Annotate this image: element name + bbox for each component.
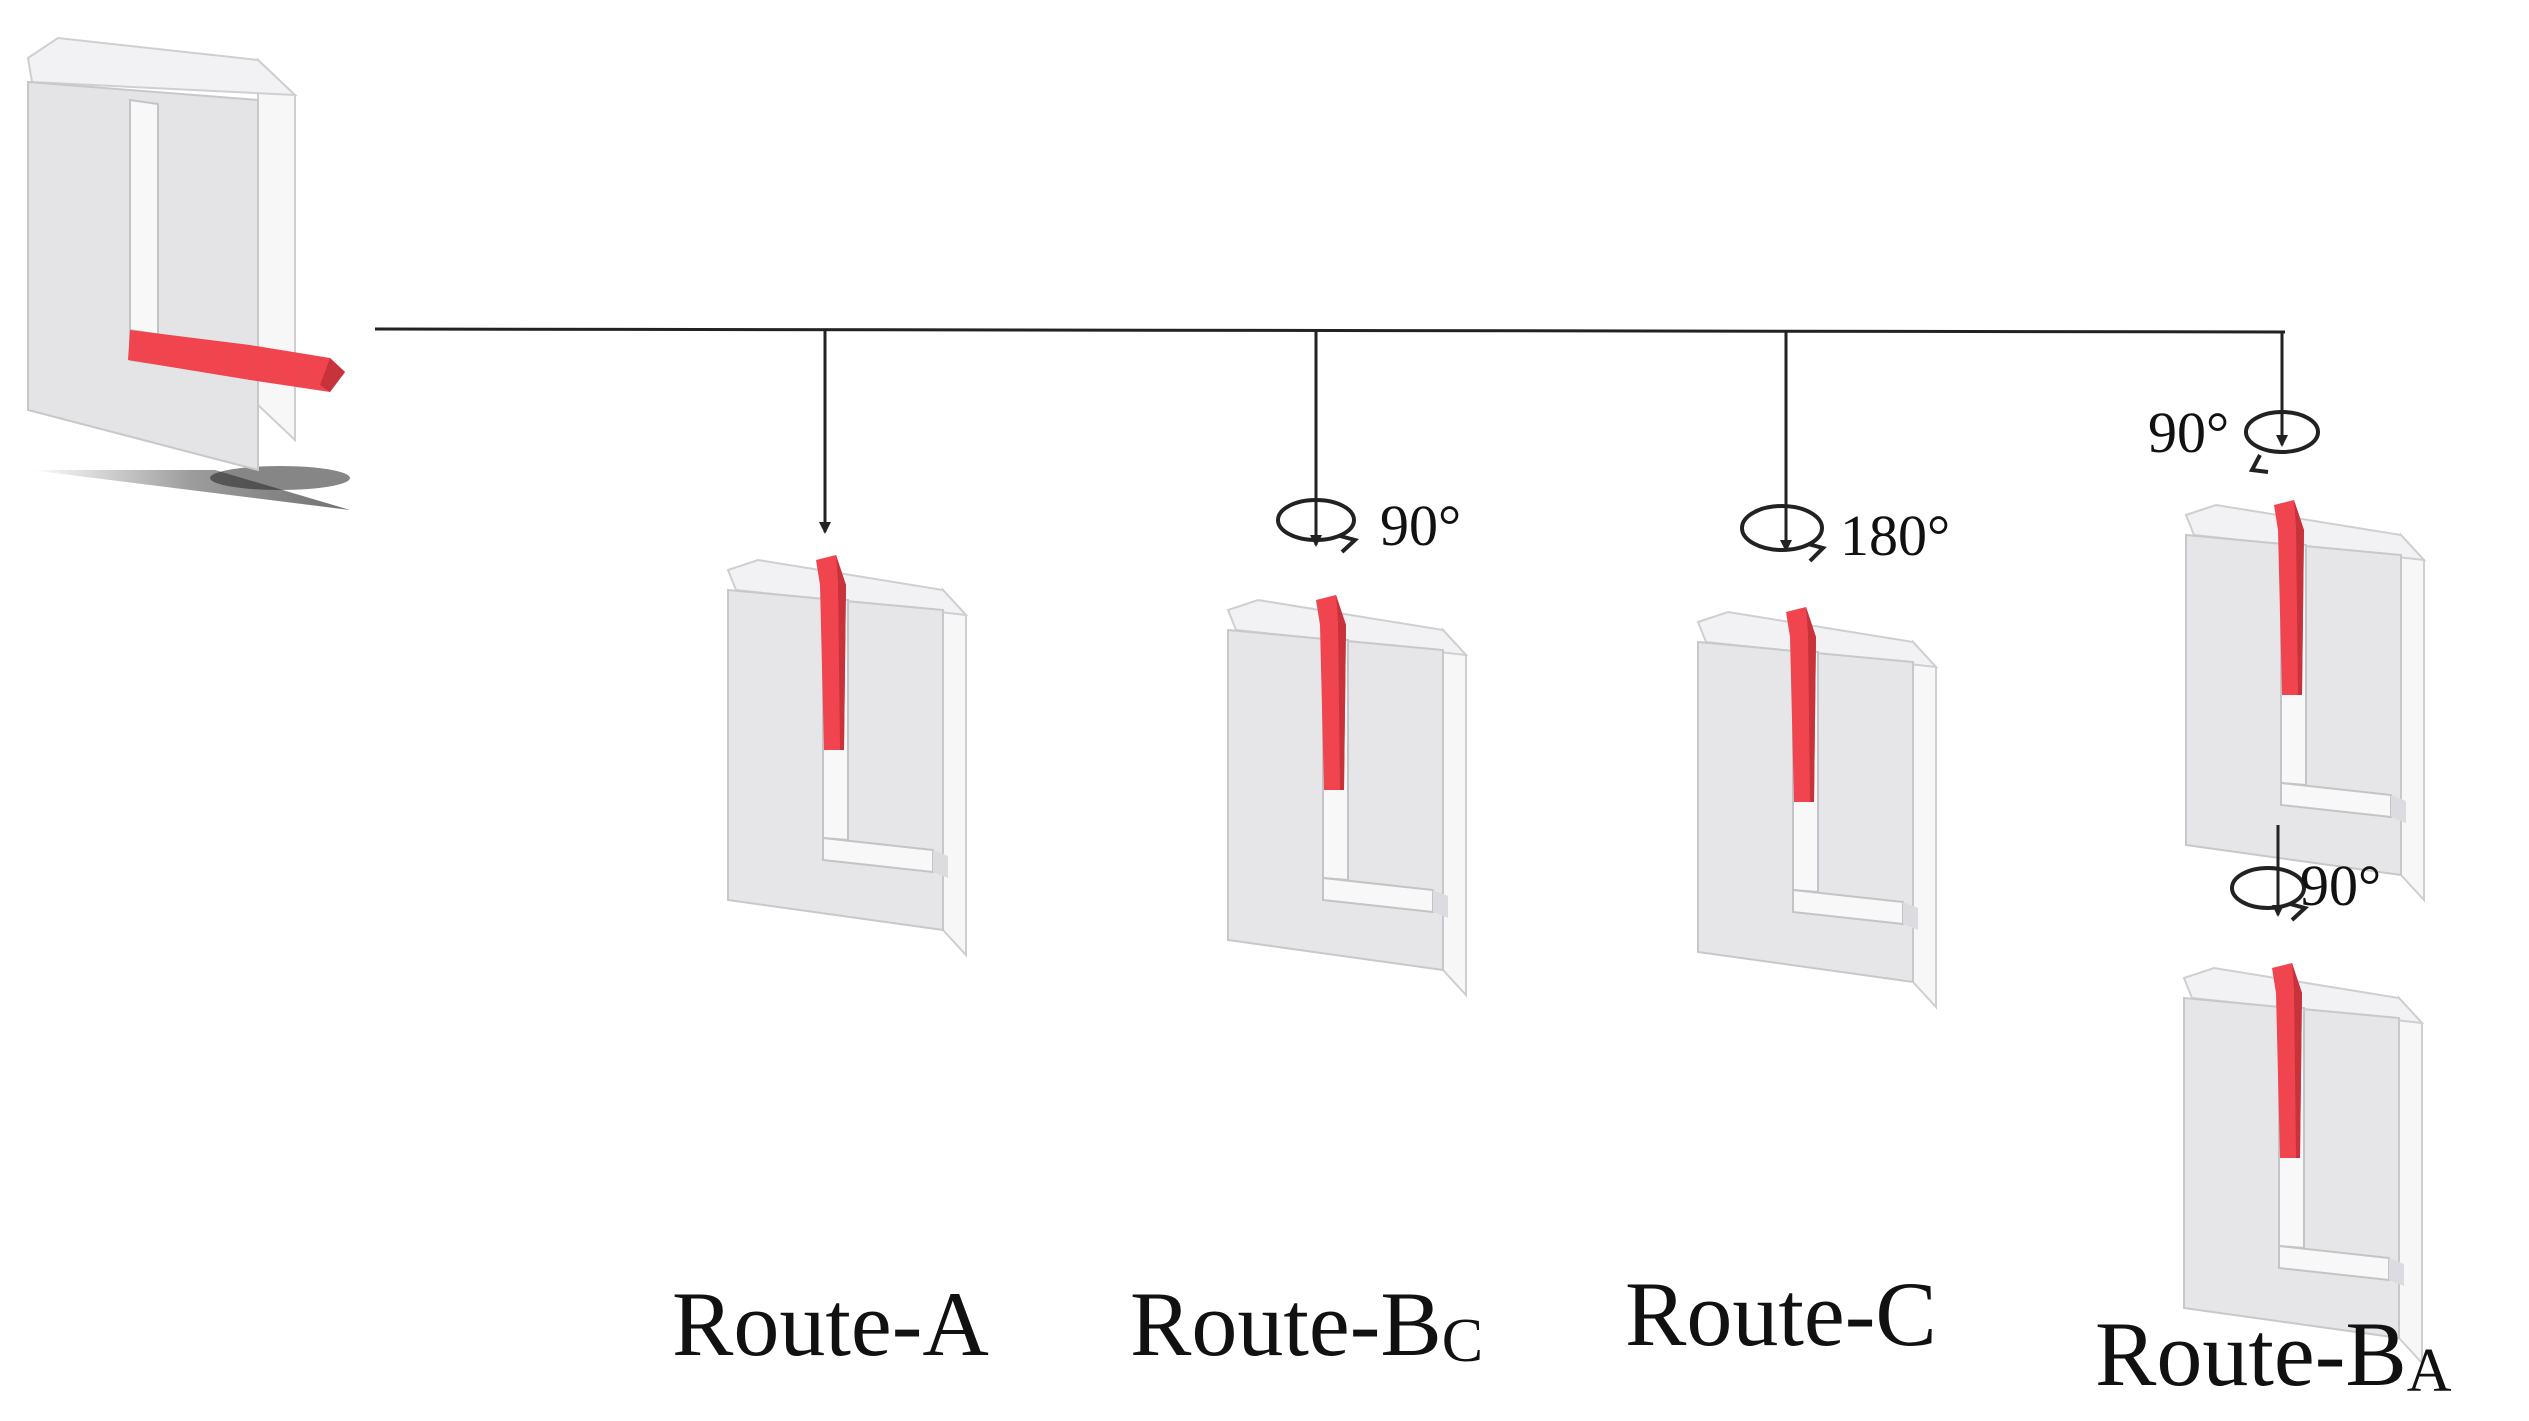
route-c-label: Route-C bbox=[1625, 1263, 1937, 1365]
route-ba-angle-1: 90° bbox=[2148, 400, 2229, 465]
initial-die bbox=[26, 36, 350, 510]
initial-billet bbox=[128, 330, 345, 392]
route-a-die bbox=[727, 554, 967, 956]
rotation-icon bbox=[1740, 504, 1827, 563]
main-connector-line bbox=[374, 327, 2286, 334]
route-ba-label: Route-BA bbox=[2095, 1303, 2452, 1405]
route-c-angle: 180° bbox=[1840, 503, 1950, 568]
route-bc-die bbox=[1227, 594, 1467, 996]
route-bc-angle: 90° bbox=[1380, 493, 1461, 558]
initial-die-shadow bbox=[30, 470, 350, 510]
route-ba-angle-2: 90° bbox=[2300, 853, 2381, 918]
rotation-icon bbox=[1276, 498, 1360, 554]
rotation-icon bbox=[2230, 866, 2310, 922]
route-c-die bbox=[1697, 606, 1937, 1008]
rotation-icon bbox=[2244, 410, 2320, 474]
route-ba-die-1 bbox=[2185, 499, 2425, 901]
route-bc-label: Route-BC bbox=[1130, 1273, 1483, 1375]
route-a-label: Route-A bbox=[672, 1273, 989, 1375]
